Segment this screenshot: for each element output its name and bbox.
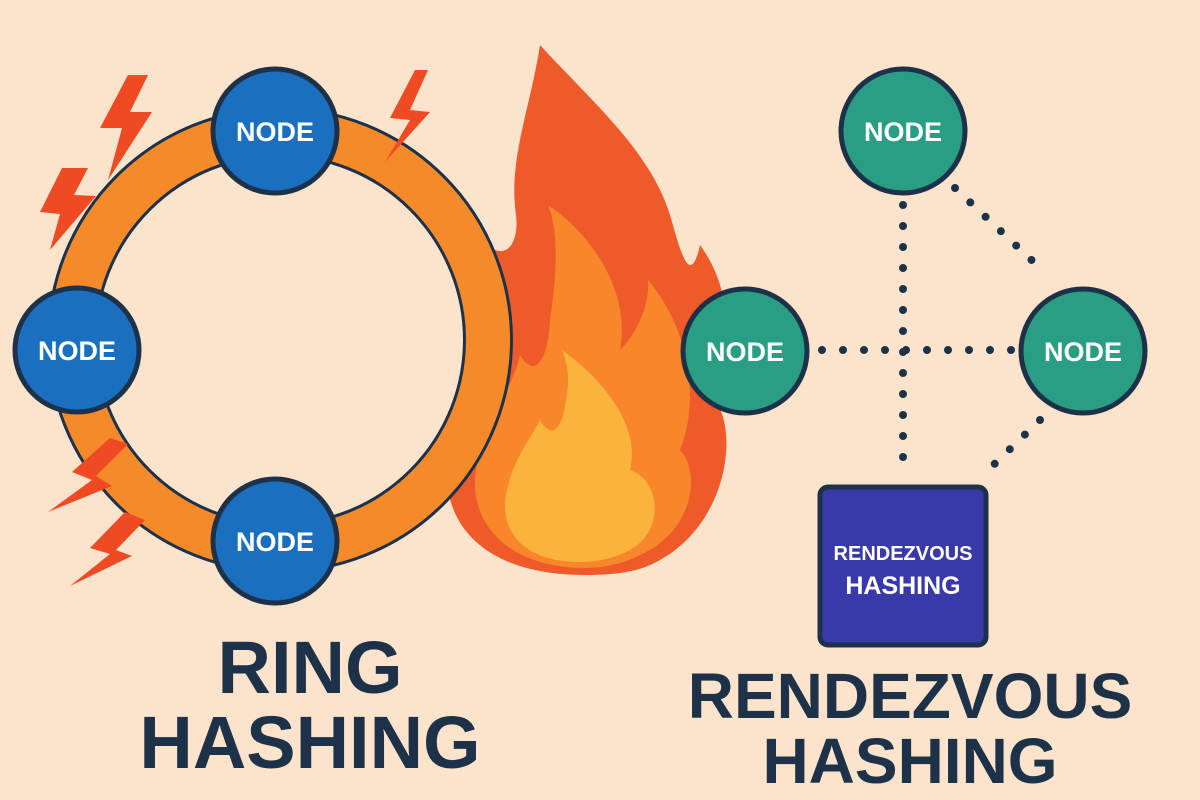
rendezvous-node-right: NODE — [1018, 286, 1148, 416]
title-line: RING — [217, 626, 403, 709]
node-circle — [1018, 286, 1148, 416]
flame-icon — [447, 45, 727, 575]
rendezvous-hashing-title: RENDEZVOUS HASHING — [660, 660, 1160, 798]
node-label: NODE — [706, 337, 784, 367]
lightning-icon — [70, 512, 145, 586]
node-label: NODE — [864, 117, 942, 147]
rendezvous-connections — [818, 184, 1044, 482]
node-label: NODE — [1044, 337, 1122, 367]
dotted-link-diagonal-upper — [951, 184, 1044, 272]
node-label: NODE — [236, 527, 314, 557]
box-shape — [817, 484, 989, 648]
node-circle — [210, 66, 340, 196]
node-circle — [210, 476, 340, 606]
node-circle — [838, 66, 968, 196]
flame-inner — [504, 350, 655, 562]
box-label-line1: RENDEZVOUS — [834, 543, 973, 565]
rendezvous-node-left: NODE — [680, 286, 810, 416]
lightning-icon — [385, 70, 430, 162]
ring-node-bottom: NODE — [210, 476, 340, 606]
node-label: NODE — [38, 336, 116, 366]
ring-hashing-title: RING HASHING — [95, 630, 525, 781]
box-label-line2: HASHING — [845, 572, 960, 600]
rendezvous-node-top: NODE — [838, 66, 968, 196]
ring-node-left: NODE — [12, 285, 142, 415]
lightning-icon — [100, 75, 152, 180]
lightning-icon — [48, 438, 128, 512]
title-line: RENDEZVOUS — [687, 660, 1133, 732]
ring-node-top: NODE — [210, 66, 340, 196]
node-label: NODE — [236, 117, 314, 147]
rendezvous-hashing-box: RENDEZVOUS HASHING — [817, 484, 989, 648]
title-line: HASHING — [762, 725, 1058, 798]
lightning-bolts — [40, 70, 430, 586]
node-circle — [12, 285, 142, 415]
lightning-icon — [40, 168, 96, 250]
node-circle — [680, 286, 810, 416]
title-line: HASHING — [139, 701, 481, 785]
dotted-link-diagonal-lower — [976, 416, 1044, 482]
